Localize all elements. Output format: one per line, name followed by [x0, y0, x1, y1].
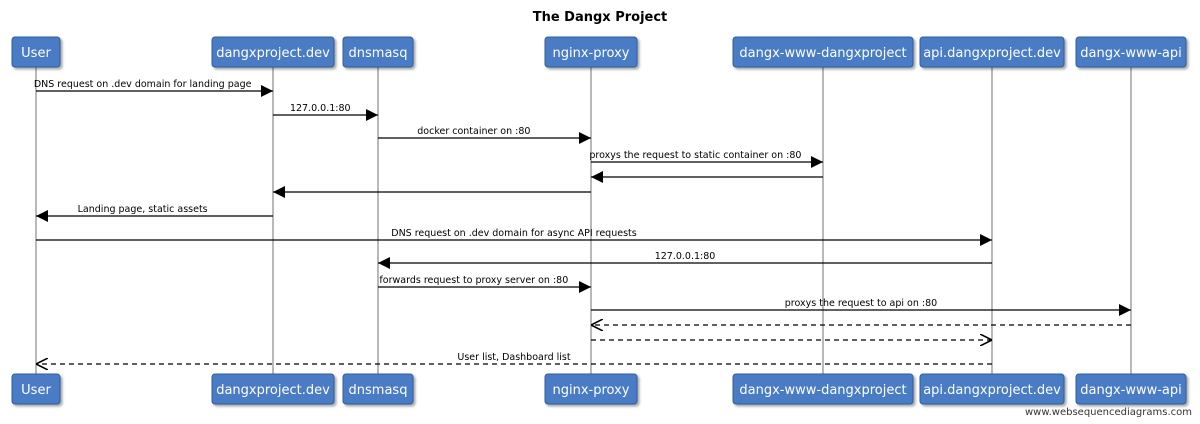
participant-label: dangx-www-dangxproject: [739, 46, 906, 61]
participant-user-bottom: User: [11, 373, 61, 405]
participant-label: dangx-www-api: [1080, 46, 1182, 61]
message-label: Landing page, static assets: [78, 204, 208, 215]
message-4: proxys the request to static container o…: [589, 150, 823, 168]
participant-dnsmasq-top: dnsmasq: [342, 36, 414, 68]
participant-box: [211, 36, 335, 68]
message-label: proxys the request to api on :80: [785, 298, 937, 309]
participant-label: dangx-www-api: [1080, 383, 1182, 398]
participant-api-dangxproject-dev-bottom: api.dangxproject.dev: [919, 373, 1065, 405]
participant-label: dnsmasq: [349, 46, 408, 61]
participant-box: [1075, 36, 1187, 68]
participant-box: [732, 36, 914, 68]
lifelines: [35, 67, 1132, 374]
participants-bottom: User dangxproject.dev dnsmasq nginx-proxy da…: [11, 373, 1187, 405]
participant-box: [11, 36, 61, 68]
message-7: Landing page, static assets: [36, 204, 273, 222]
participant-dangxproject-dev-top: dangxproject.dev: [211, 36, 335, 68]
participant-label: dangxproject.dev: [216, 383, 330, 398]
message-label: User list, Dashboard list: [457, 352, 570, 363]
participant-box: [544, 373, 638, 405]
participant-dangx-www-api-bottom: dangx-www-api: [1075, 373, 1187, 405]
watermark: www.websequencediagrams.com: [1025, 407, 1192, 418]
message-label: forwards request to proxy server on :80: [379, 275, 568, 286]
participant-box: [211, 373, 335, 405]
participant-api-dangxproject-dev-top: api.dangxproject.dev: [919, 36, 1065, 68]
participant-label: dangx-www-dangxproject: [739, 383, 906, 398]
participant-label: api.dangxproject.dev: [923, 46, 1061, 61]
participant-label: User: [21, 383, 51, 398]
participants-top: User dangxproject.dev dnsmasq nginx-proxy da…: [11, 36, 1187, 68]
participant-user-top: User: [11, 36, 61, 68]
message-11: proxys the request to api on :80: [591, 298, 1131, 316]
message-label: 127.0.0.1:80: [655, 251, 716, 262]
participant-label: dangxproject.dev: [216, 46, 330, 61]
message-2: 127.0.0.1:80: [273, 103, 378, 121]
participant-label: User: [21, 46, 51, 61]
message-10: forwards request to proxy server on :80: [378, 275, 591, 293]
participant-dangx-www-dangxproject-top: dangx-www-dangxproject: [732, 36, 914, 68]
participant-box: [919, 373, 1065, 405]
participant-box: [919, 36, 1065, 68]
participant-dangx-www-dangxproject-bottom: dangx-www-dangxproject: [732, 373, 914, 405]
participant-dangxproject-dev-bottom: dangxproject.dev: [211, 373, 335, 405]
message-1: DNS request on .dev domain for landing p…: [34, 79, 273, 97]
participant-box: [342, 373, 414, 405]
participant-label: dnsmasq: [349, 383, 408, 398]
message-label: 127.0.0.1:80: [290, 103, 351, 114]
participant-box: [732, 373, 914, 405]
participant-box: [1075, 373, 1187, 405]
participant-box: [544, 36, 638, 68]
message-14: User list, Dashboard list: [36, 352, 992, 364]
participant-label: nginx-proxy: [553, 383, 630, 398]
participant-box: [342, 36, 414, 68]
participant-dnsmasq-bottom: dnsmasq: [342, 373, 414, 405]
participant-box: [11, 373, 61, 405]
message-3: docker container on :80: [378, 126, 591, 144]
diagram-title: The Dangx Project: [533, 10, 668, 25]
message-label: DNS request on .dev domain for landing p…: [34, 79, 252, 90]
message-label: proxys the request to static container o…: [589, 150, 801, 161]
participant-label: api.dangxproject.dev: [923, 383, 1061, 398]
message-label: docker container on :80: [417, 126, 530, 137]
message-9: 127.0.0.1:80: [378, 251, 992, 269]
participant-nginx-proxy-bottom: nginx-proxy: [544, 373, 638, 405]
message-label: DNS request on .dev domain for async API…: [391, 228, 636, 239]
participant-nginx-proxy-top: nginx-proxy: [544, 36, 638, 68]
message-8: DNS request on .dev domain for async API…: [36, 228, 992, 246]
participant-label: nginx-proxy: [553, 46, 630, 61]
messages: DNS request on .dev domain for landing p…: [34, 79, 1131, 364]
participant-dangx-www-api-top: dangx-www-api: [1075, 36, 1187, 68]
